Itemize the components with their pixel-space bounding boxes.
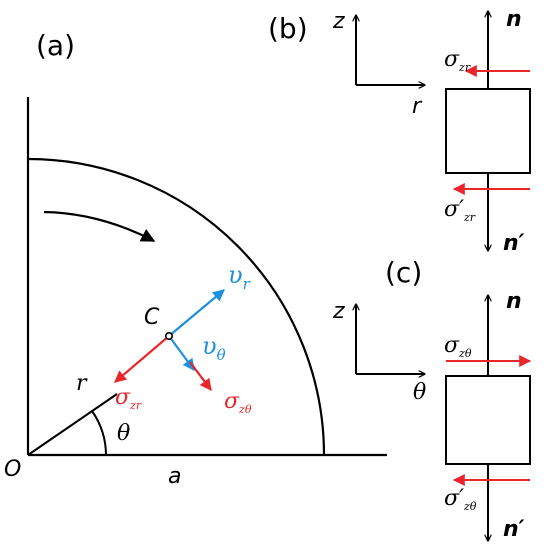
- radius-line: [27, 393, 118, 456]
- v-theta-label: υθ: [202, 332, 226, 364]
- c-sigma-bottom-label: σ′zθ: [444, 486, 477, 513]
- b-n-label: n: [506, 7, 522, 32]
- c-theta-label: θ: [413, 380, 426, 405]
- panel-b-label: (b): [268, 12, 308, 45]
- b-z-label: z: [332, 9, 345, 34]
- b-sigma-bottom-label: σ′zr: [444, 197, 476, 224]
- rotation-arrow: [43, 210, 156, 242]
- c-z-label: z: [332, 299, 345, 324]
- panel-a: (a) O a r θ C υr υθ σzr σzθ: [4, 29, 387, 489]
- b-n-prime-label: n′: [503, 231, 525, 256]
- b-element-box: [445, 88, 531, 174]
- sigma-ztheta-label: σzθ: [224, 389, 252, 416]
- origin-label: O: [4, 457, 21, 482]
- panel-c-label: (c): [385, 256, 422, 289]
- panel-c: (c) z θ n n′ σzθ σ′zθ: [332, 256, 532, 542]
- v-r-arrow: [168, 289, 225, 337]
- sigma-ztheta-arrow: [189, 361, 212, 391]
- theta-arc: [91, 410, 107, 456]
- point-c-dot: [165, 331, 174, 340]
- r-label: r: [76, 371, 88, 396]
- theta-label: θ: [117, 421, 130, 446]
- panel-a-label: (a): [36, 29, 75, 62]
- b-r-label: r: [412, 94, 423, 119]
- c-element-box: [445, 375, 531, 465]
- v-r-label: υr: [228, 261, 251, 293]
- quarter-circle-arc: [27, 157, 326, 456]
- b-sigma-top-label: σzr: [444, 47, 471, 74]
- v-theta-arrow: [168, 335, 195, 371]
- radius-a-label: a: [168, 464, 181, 489]
- c-n-prime-label: n′: [503, 517, 525, 542]
- sigma-zr-label: σzr: [115, 385, 142, 412]
- point-c-label: C: [144, 305, 160, 330]
- sigma-zr-arrow: [114, 335, 170, 383]
- c-n-label: n: [506, 289, 522, 314]
- c-sigma-top-label: σzθ: [444, 333, 472, 360]
- panel-b: (b) z r n n′ σzr σ′zr: [268, 7, 531, 256]
